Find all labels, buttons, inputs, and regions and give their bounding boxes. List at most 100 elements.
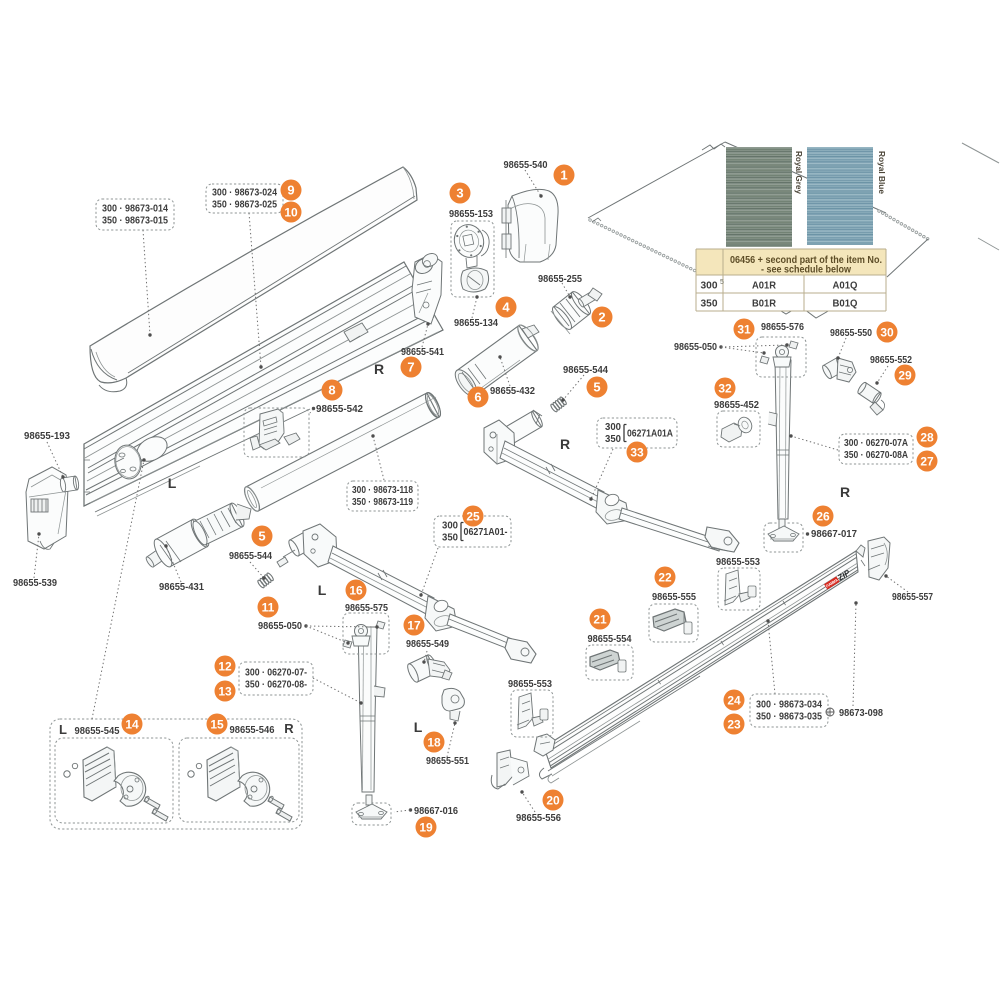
svg-text:350: 350 [442, 533, 458, 544]
svg-text:98655-544: 98655-544 [563, 364, 608, 376]
svg-text:A01R: A01R [752, 280, 776, 292]
svg-text:31: 31 [737, 322, 751, 336]
svg-text:350 · 06270-08A: 350 · 06270-08A [844, 450, 908, 461]
svg-text:10: 10 [284, 205, 298, 219]
svg-text:7: 7 [407, 359, 414, 374]
svg-text:5: 5 [258, 528, 265, 543]
svg-text:L: L [318, 582, 327, 598]
svg-text:300 · 98673-024: 300 · 98673-024 [212, 186, 277, 198]
svg-text:300 · 06270-07-: 300 · 06270-07- [245, 667, 307, 678]
svg-text:98655-540: 98655-540 [504, 159, 548, 171]
svg-text:12: 12 [218, 659, 232, 673]
svg-text:R: R [840, 484, 850, 500]
svg-text:350 · 98673-015: 350 · 98673-015 [102, 215, 168, 227]
svg-text:350 · 06270-08-: 350 · 06270-08- [245, 680, 307, 691]
svg-text:98655-431: 98655-431 [159, 581, 204, 593]
svg-text:98655-134: 98655-134 [454, 317, 498, 329]
svg-text:98667-017: 98667-017 [811, 528, 857, 540]
svg-text:13: 13 [218, 684, 232, 698]
svg-text:98655-556: 98655-556 [516, 812, 561, 824]
svg-text:Royal Blue: Royal Blue [877, 151, 886, 195]
svg-text:300: 300 [701, 280, 718, 292]
svg-text:98655-555: 98655-555 [652, 591, 696, 603]
svg-text:L: L [414, 719, 423, 735]
svg-text:17: 17 [407, 618, 421, 632]
svg-text:19: 19 [419, 820, 433, 834]
svg-text:98655-550: 98655-550 [830, 327, 872, 339]
svg-text:98655-539: 98655-539 [13, 577, 57, 589]
svg-text:A01Q: A01Q [833, 280, 858, 292]
svg-text:3: 3 [456, 185, 463, 200]
svg-text:R: R [560, 436, 570, 452]
svg-text:98655-050: 98655-050 [258, 620, 302, 632]
svg-text:1: 1 [560, 167, 567, 182]
svg-text:25: 25 [466, 509, 480, 523]
svg-text:5: 5 [593, 379, 600, 394]
svg-text:5: 5 [720, 279, 724, 286]
svg-text:L: L [168, 475, 177, 491]
svg-text:29: 29 [898, 368, 912, 382]
svg-text:06271A01-: 06271A01- [464, 526, 508, 538]
svg-text:98655-255: 98655-255 [538, 273, 582, 285]
svg-text:98655-576: 98655-576 [761, 321, 804, 333]
svg-text:98655-545: 98655-545 [75, 725, 120, 737]
svg-text:27: 27 [920, 454, 934, 468]
svg-text:22: 22 [658, 570, 672, 584]
svg-text:28: 28 [920, 430, 934, 444]
svg-text:300 · 98673-118: 300 · 98673-118 [352, 485, 413, 496]
svg-text:18: 18 [427, 735, 441, 749]
svg-text:98667-016: 98667-016 [414, 805, 458, 817]
svg-text:98655-551: 98655-551 [426, 755, 469, 767]
svg-text:- see schedule below: - see schedule below [761, 265, 851, 276]
svg-text:98655-552: 98655-552 [870, 354, 912, 366]
svg-text:8: 8 [328, 382, 335, 397]
svg-text:98655-542: 98655-542 [316, 403, 363, 415]
svg-text:98655-553: 98655-553 [508, 678, 552, 690]
svg-text:300 · 06270-07A: 300 · 06270-07A [844, 438, 908, 449]
svg-text:06271A01A: 06271A01A [627, 428, 673, 440]
svg-text:98655-554: 98655-554 [588, 633, 632, 645]
svg-text:98655-541: 98655-541 [401, 346, 444, 358]
svg-text:98655-549: 98655-549 [406, 638, 449, 650]
svg-text:98673-098: 98673-098 [839, 707, 883, 719]
svg-text:21: 21 [593, 612, 607, 626]
svg-text:98655-544: 98655-544 [229, 550, 272, 562]
svg-text:98655-153: 98655-153 [449, 208, 493, 220]
svg-text:20: 20 [546, 793, 560, 807]
svg-text:98655-432: 98655-432 [490, 385, 535, 397]
svg-text:26: 26 [816, 509, 830, 523]
svg-text:14: 14 [125, 717, 139, 731]
svg-text:300: 300 [442, 520, 458, 531]
svg-text:R: R [374, 361, 384, 377]
svg-text:6: 6 [474, 389, 481, 404]
svg-text:B01R: B01R [752, 298, 776, 310]
svg-text:R: R [284, 721, 294, 736]
svg-text:300 · 98673-034: 300 · 98673-034 [756, 699, 822, 710]
svg-text:11: 11 [262, 600, 275, 614]
svg-text:B01Q: B01Q [833, 298, 858, 310]
svg-text:Royal Grey: Royal Grey [794, 151, 803, 195]
svg-text:98655-050: 98655-050 [674, 341, 717, 353]
svg-text:350 · 98673-025: 350 · 98673-025 [212, 199, 277, 211]
svg-text:98655-452: 98655-452 [714, 399, 759, 411]
svg-text:9: 9 [287, 182, 294, 197]
svg-text:23: 23 [727, 717, 741, 731]
svg-text:98655-553: 98655-553 [716, 556, 760, 568]
svg-text:16: 16 [349, 583, 363, 597]
svg-text:98655-575: 98655-575 [345, 602, 388, 614]
svg-text:33: 33 [630, 445, 644, 459]
svg-text:98655-557: 98655-557 [892, 591, 933, 603]
svg-text:350: 350 [605, 434, 621, 445]
svg-text:300: 300 [605, 422, 621, 433]
svg-text:24: 24 [727, 693, 741, 707]
svg-text:30: 30 [880, 325, 894, 339]
svg-text:06456 + second part of the ite: 06456 + second part of the item No. [730, 255, 882, 266]
svg-text:300 · 98673-014: 300 · 98673-014 [102, 202, 168, 214]
svg-text:350: 350 [701, 298, 718, 310]
svg-text:32: 32 [718, 381, 732, 395]
svg-text:FIAMMA: FIAMMA [825, 577, 839, 588]
svg-text:98655-546: 98655-546 [230, 724, 275, 736]
svg-text:4: 4 [502, 299, 510, 314]
svg-text:L: L [59, 722, 67, 737]
svg-text:15: 15 [210, 717, 224, 731]
